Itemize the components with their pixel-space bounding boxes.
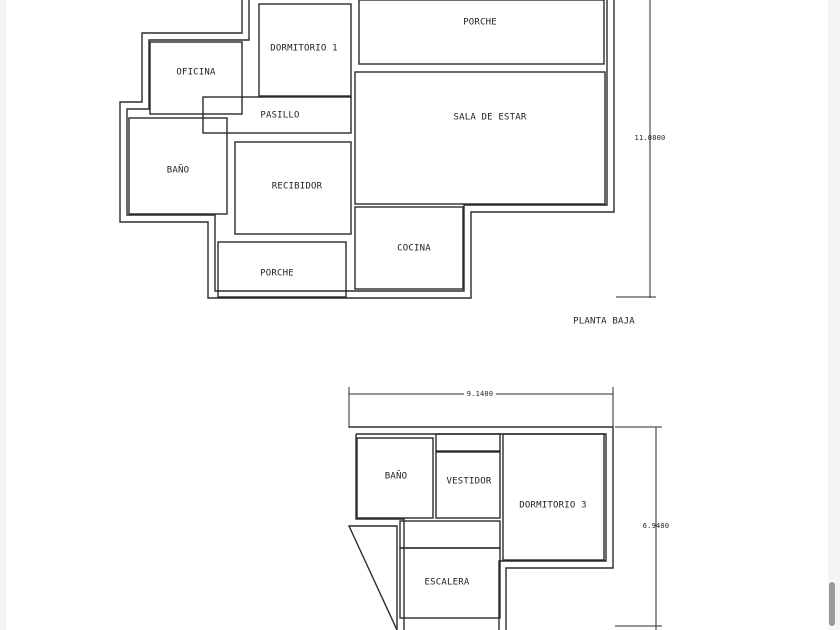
- label-oficina: OFICINA: [176, 68, 216, 78]
- ground-floor-outer-wall: [119, 0, 615, 299]
- dimension-width-label: 9.1400: [467, 390, 494, 398]
- room-dormitorio-1: [258, 3, 352, 97]
- document-page: PORCHE DORMITORIO 1 OFICINA PASILLO SALA…: [6, 0, 828, 630]
- room-pasillo: [202, 96, 352, 134]
- room-bano-upper: [356, 437, 434, 519]
- upper-floor-outer-wall: [347, 426, 614, 630]
- dimension-height-label: 11.0800: [635, 134, 666, 142]
- ground-floor-title: PLANTA BAJA: [573, 317, 635, 327]
- label-cocina: COCINA: [397, 244, 431, 254]
- floor-plan-drawing: PORCHE DORMITORIO 1 OFICINA PASILLO SALA…: [119, 0, 670, 630]
- room-closet-upper: [435, 433, 501, 452]
- label-dormitorio-1: DORMITORIO 1: [270, 44, 337, 54]
- label-bano-upper: BAÑO: [385, 471, 407, 482]
- room-porche-top: [358, 0, 605, 65]
- ground-floor-plan: PORCHE DORMITORIO 1 OFICINA PASILLO SALA…: [119, 0, 665, 327]
- room-bano: [128, 117, 228, 215]
- upper-dimension-height-label: 6.9400: [643, 522, 670, 530]
- vertical-scrollbar[interactable]: [829, 582, 835, 626]
- room-porche-bottom: [217, 241, 347, 298]
- upper-floor-width-dimension: 9.1400: [348, 387, 614, 428]
- label-pasillo: PASILLO: [260, 111, 299, 121]
- label-dormitorio-3: DORMITORIO 3: [519, 501, 586, 511]
- label-porche-bottom: PORCHE: [260, 269, 294, 279]
- room-recibidor: [234, 141, 352, 235]
- room-escalera: [399, 547, 501, 619]
- room-sala-de-estar: [354, 71, 606, 205]
- ground-floor-inner-wall: [126, 0, 608, 292]
- label-vestidor: VESTIDOR: [447, 477, 492, 487]
- label-bano: BAÑO: [167, 165, 189, 176]
- ground-floor-height-dimension: 11.0800: [616, 0, 665, 298]
- room-vestidor: [435, 451, 501, 519]
- room-landing: [399, 520, 501, 549]
- room-oficina: [149, 41, 243, 115]
- label-sala-de-estar: SALA DE ESTAR: [453, 113, 526, 123]
- room-dormitorio-3: [502, 433, 605, 561]
- upper-floor-plan: 9.1400 BAÑO VESTIDOR DORMITORIO 3 ESCALE…: [347, 387, 670, 630]
- label-recibidor: RECIBIDOR: [272, 182, 323, 192]
- label-porche-top: PORCHE: [463, 18, 497, 28]
- upper-floor-height-dimension: 6.9400: [615, 426, 670, 630]
- room-cocina: [354, 206, 464, 290]
- upper-floor-inner-wall: [355, 433, 607, 630]
- label-escalera: ESCALERA: [425, 578, 470, 588]
